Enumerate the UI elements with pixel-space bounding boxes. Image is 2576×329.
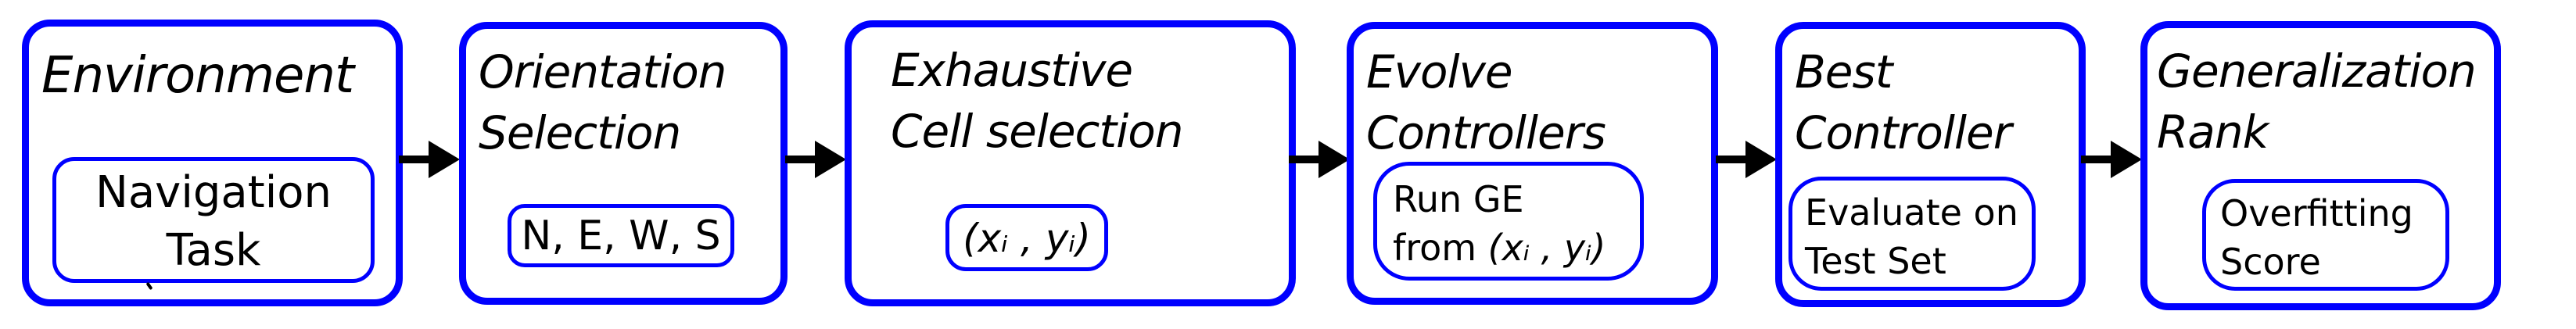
flow-arrow (2081, 141, 2142, 178)
inner-line: N, E, W, S (521, 213, 721, 259)
inner-line: Test Set (1805, 240, 1946, 282)
stage-title-environment: Environment (29, 27, 396, 106)
inner-math: (xᵢ , yᵢ) (963, 216, 1091, 261)
inner-line: Task (166, 225, 261, 276)
stage-title-generalization-rank: Generalization Rank (2147, 28, 2494, 163)
inner-line: Run GE (1393, 178, 1524, 220)
title-line: Exhaustive (891, 44, 1133, 97)
title-line: Best (1795, 45, 1893, 98)
title-line: Rank (2157, 105, 2269, 159)
title-line: Controller (1795, 106, 2012, 159)
inner-box-evaluate-test-set: Evaluate on Test Set (1788, 177, 2036, 291)
stage-box-evolve-controllers: Evolve Controllers Run GE from (xᵢ , yᵢ) (1347, 22, 1718, 305)
inner-line: Evaluate on (1805, 191, 2018, 234)
title-line: Generalization (2157, 45, 2477, 98)
flow-arrow (1716, 141, 1777, 178)
stage-title-orientation-selection: Orientation Selection (466, 29, 780, 163)
title-line: Selection (479, 106, 681, 159)
stage-title-best-controller: Best Controller (1782, 29, 2079, 163)
flow-arrow (399, 141, 460, 178)
title-line: Environment (41, 47, 354, 105)
stage-box-generalization-rank: Generalization Rank Overfitting Score (2140, 21, 2501, 310)
inner-box-cell-coordinates: (xᵢ , yᵢ) (945, 204, 1108, 271)
title-line: Evolve (1366, 45, 1513, 98)
inner-box-navigation-task: Navigation Task (52, 157, 375, 283)
flow-arrow (785, 141, 846, 178)
stage-title-exhaustive-cell-selection: Exhaustive Cell selection (852, 27, 1289, 162)
inner-math: (xᵢ , yᵢ) (1487, 227, 1606, 269)
inner-line: Overfitting (2220, 192, 2413, 234)
inner-box-run-ge: Run GE from (xᵢ , yᵢ) (1373, 162, 1644, 281)
title-line: Cell selection (891, 105, 1184, 158)
stage-box-best-controller: Best Controller Evaluate on Test Set (1775, 22, 2086, 307)
stage-title-evolve-controllers: Evolve Controllers (1354, 29, 1711, 163)
stage-box-orientation-selection: Orientation Selection N, E, W, S (459, 22, 788, 305)
stage-box-environment: Environment Navigation Task (22, 20, 403, 306)
stage-box-exhaustive-cell-selection: Exhaustive Cell selection (xᵢ , yᵢ) (845, 20, 1296, 306)
inner-box-news: N, E, W, S (508, 204, 734, 267)
inner-line-prefix: from (1393, 227, 1488, 269)
title-line: Orientation (479, 45, 727, 98)
inner-line: Navigation (95, 167, 332, 218)
inner-line: from (xᵢ , yᵢ) (1393, 224, 1640, 272)
flow-arrow (1289, 141, 1350, 178)
inner-line: Score (2220, 241, 2321, 283)
inner-box-overfitting-score: Overfitting Score (2202, 179, 2449, 291)
title-line: Controllers (1366, 106, 1606, 159)
